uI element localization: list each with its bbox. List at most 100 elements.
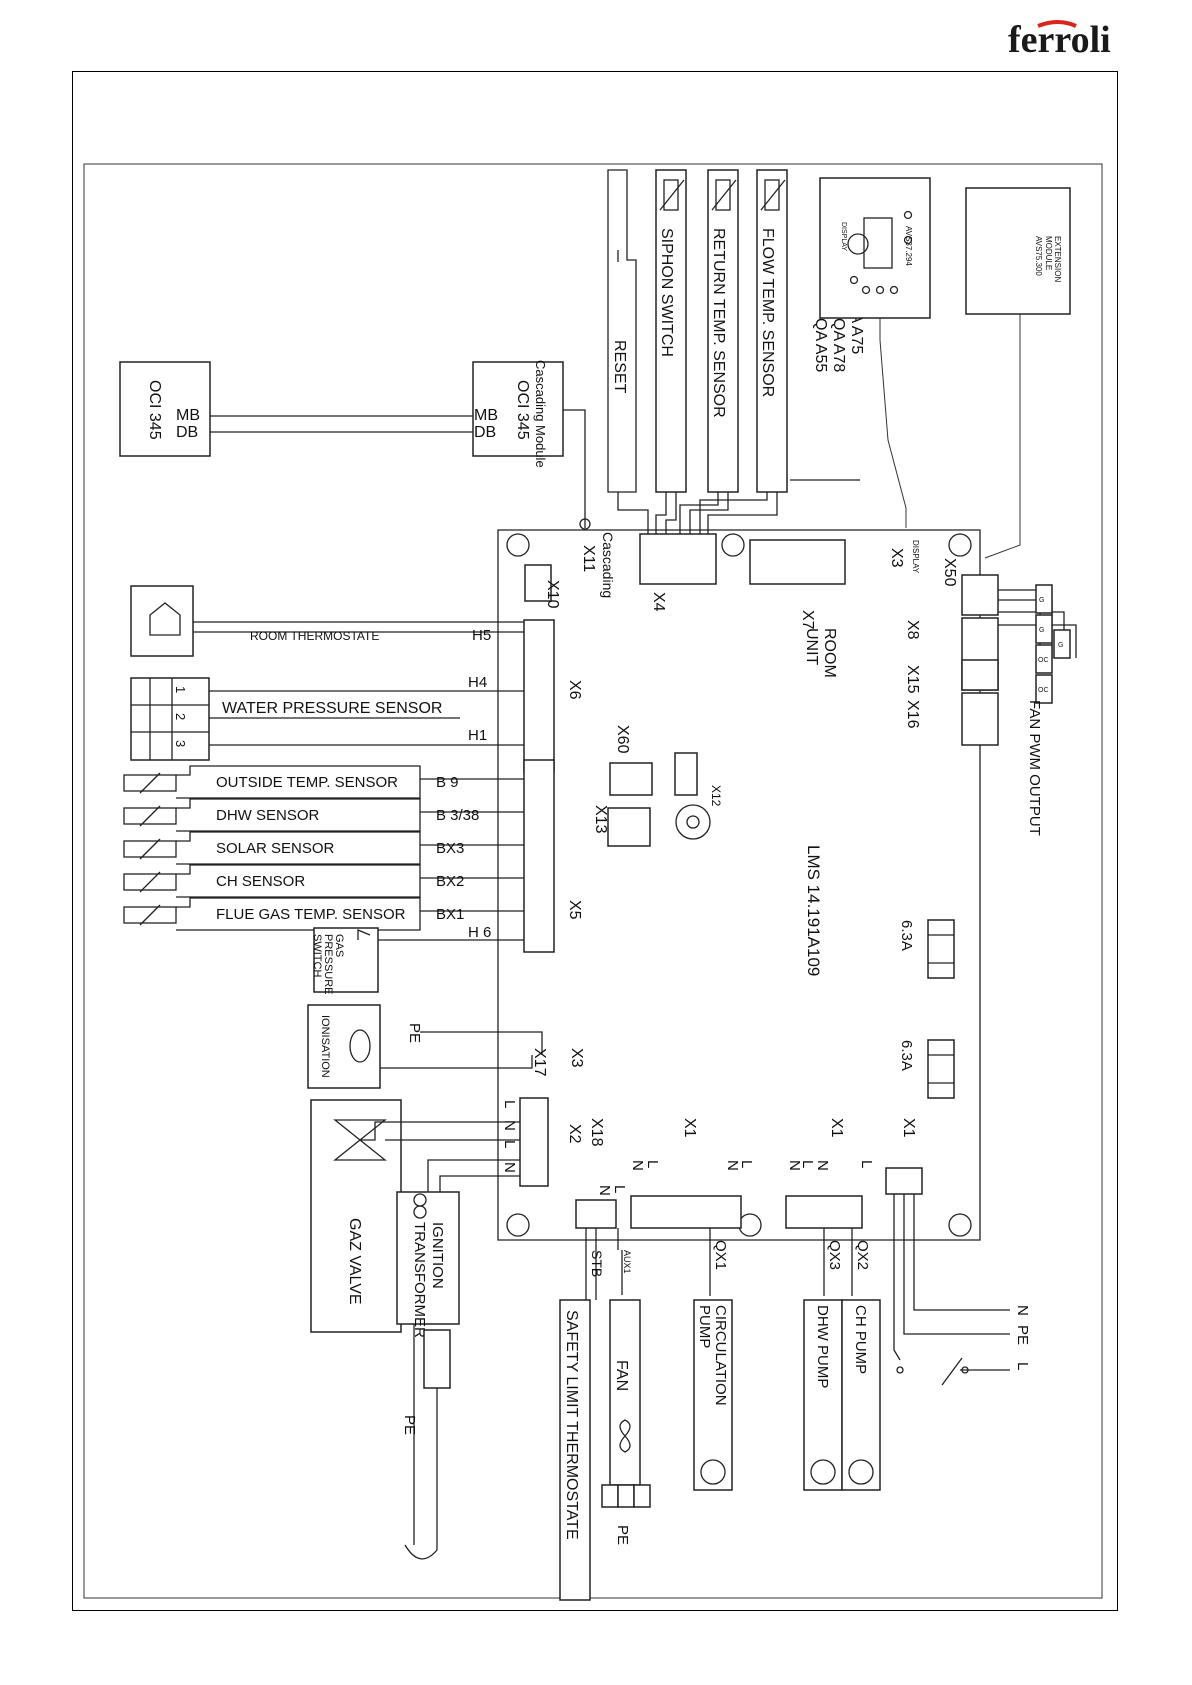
- siphon-switch-label: SIPHON SWITCH: [658, 228, 675, 357]
- aux-terminal-2: L: [644, 1160, 661, 1168]
- mount-hole-6: [948, 1213, 972, 1237]
- x11-label: X11: [580, 545, 597, 572]
- page-frame: [72, 71, 1118, 1611]
- h5-label: H5: [472, 627, 491, 644]
- sensor-row-4: CH SENSOR BX2: [123, 864, 524, 898]
- x50-connector: [961, 574, 999, 616]
- mains-pe-label: PE: [1014, 1325, 1031, 1345]
- x6-connector: [523, 619, 555, 773]
- x5-label: X5: [566, 900, 583, 920]
- mount-hole-2: [721, 533, 745, 557]
- wire-mb-right: MB: [474, 407, 498, 424]
- pwm-pin-4: OC: [1038, 687, 1049, 694]
- sensor-terminal: BX3: [436, 840, 464, 857]
- transformer-pe-label: PE: [401, 1415, 418, 1435]
- transformer-label-1: IGNITION: [429, 1222, 446, 1289]
- room-unit-label-1: ROOM: [821, 628, 838, 678]
- cascading-label: Cascading: [600, 532, 616, 598]
- sensor-name: SOLAR SENSOR: [216, 840, 335, 857]
- circulation-label-2: PUMP: [696, 1305, 713, 1348]
- sensor-name: CH SENSOR: [216, 873, 305, 890]
- return-temp-label: RETURN TEMP. SENSOR: [710, 228, 727, 418]
- x18-terminal-l: L: [611, 1185, 628, 1193]
- mount-hole-4: [506, 1213, 530, 1237]
- x7-connector: [749, 539, 846, 585]
- fan-body: [609, 1299, 641, 1486]
- ionisation-box: [307, 1004, 381, 1089]
- siphon-switch-body: [655, 169, 687, 493]
- logo-swoosh: [1037, 20, 1077, 28]
- pwm-pin-2: G: [1039, 627, 1044, 634]
- x15-connector: [961, 659, 999, 691]
- dhw-pump-icon: [810, 1459, 836, 1485]
- room-unit-model-2: QA A78: [830, 318, 847, 372]
- room-thermostat-label: ROOM THERMOSTATE: [250, 629, 379, 643]
- x4-connector: [639, 533, 717, 585]
- return-sensor-body: [707, 169, 739, 493]
- fuse-1: [927, 919, 955, 979]
- sensor-name: FLUE GAS TEMP. SENSOR: [216, 906, 406, 923]
- buzzer: [675, 804, 711, 840]
- room-thermostat-box: [130, 585, 194, 657]
- sensor-resistor-icon: [123, 840, 177, 858]
- sensor-terminal: BX2: [436, 873, 464, 890]
- pwm-pin-5: G: [1058, 642, 1063, 649]
- safety-limit-label: SAFETY LIMIT THERMOSTATE: [563, 1310, 580, 1540]
- fan-label: FAN: [613, 1360, 630, 1391]
- ignition-cable-boot: [423, 1329, 451, 1389]
- extension-module: [965, 187, 1071, 315]
- aux1-label: AUX1: [622, 1250, 632, 1274]
- sensor-terminal: BX1: [436, 906, 464, 923]
- cascading-module-caption: Cascading Module: [533, 360, 548, 468]
- flow-sensor-body: [756, 169, 788, 493]
- gas-switch-label-3: SWITCH: [311, 934, 323, 977]
- stb-wires: [585, 1228, 597, 1300]
- top-sensor-wires: [617, 492, 778, 534]
- display-lcd: [863, 217, 893, 269]
- fuse-2-label: 6.3A: [898, 1040, 915, 1071]
- ionisation-pe-label: PE: [406, 1023, 423, 1043]
- transformer-label-2: TRANSFORMER: [411, 1222, 428, 1338]
- x18-connector: [575, 1199, 617, 1229]
- pwm-pin-3: OC: [1038, 657, 1049, 664]
- x10-connector: [524, 564, 552, 602]
- x16-connector: [961, 692, 999, 746]
- room-unit-model-3: QA A55: [812, 318, 829, 372]
- x1-pump-connector: [785, 1195, 863, 1229]
- circulation-pump-icon: [700, 1459, 726, 1485]
- board-model-label: LMS 14.191A109: [804, 845, 823, 976]
- display-buttons: [849, 210, 913, 295]
- x18-terminal-n: N: [596, 1185, 613, 1196]
- aux-terminal-3: N: [724, 1160, 741, 1171]
- x2-label: X2: [566, 1124, 583, 1144]
- gas-valve-icon: [333, 1119, 387, 1161]
- dhw-pump-label: DHW PUMP: [814, 1305, 831, 1388]
- x3-label: X3: [568, 1048, 585, 1068]
- sensor-row-5: FLUE GAS TEMP. SENSOR BX1: [123, 897, 524, 931]
- logo-text: ferroli: [1008, 19, 1111, 61]
- display-cable: [879, 318, 907, 528]
- mains-l-label: L: [1014, 1362, 1031, 1370]
- x18-label: X18: [588, 1118, 605, 1147]
- mount-hole-5: [738, 1213, 762, 1237]
- qx1-label: QX1: [712, 1240, 729, 1270]
- x15-label: X15: [904, 665, 921, 694]
- cascade-wire: [563, 409, 586, 528]
- ch-pump-label: CH PUMP: [852, 1305, 869, 1374]
- thermostat-icon: [149, 602, 181, 636]
- room-unit-label-2: UNIT: [803, 628, 820, 666]
- qx2-label: QX2: [854, 1240, 871, 1270]
- stb-label: STB: [589, 1250, 605, 1277]
- display-model-label: AVS37.294: [904, 226, 913, 266]
- ch-pump-body: [841, 1299, 881, 1491]
- fan-pwm-label: FAN PWM OUTPUT: [1026, 700, 1043, 836]
- x2-terminal-2: N: [501, 1120, 518, 1131]
- oci-left-label: OCI 345: [146, 380, 163, 440]
- aux-terminal-4: L: [738, 1160, 755, 1168]
- sensor-name: OUTSIDE TEMP. SENSOR: [216, 774, 398, 791]
- x13-connector: [607, 807, 651, 847]
- x60-connector: [609, 762, 653, 796]
- qx-terminal-2: L: [799, 1160, 816, 1168]
